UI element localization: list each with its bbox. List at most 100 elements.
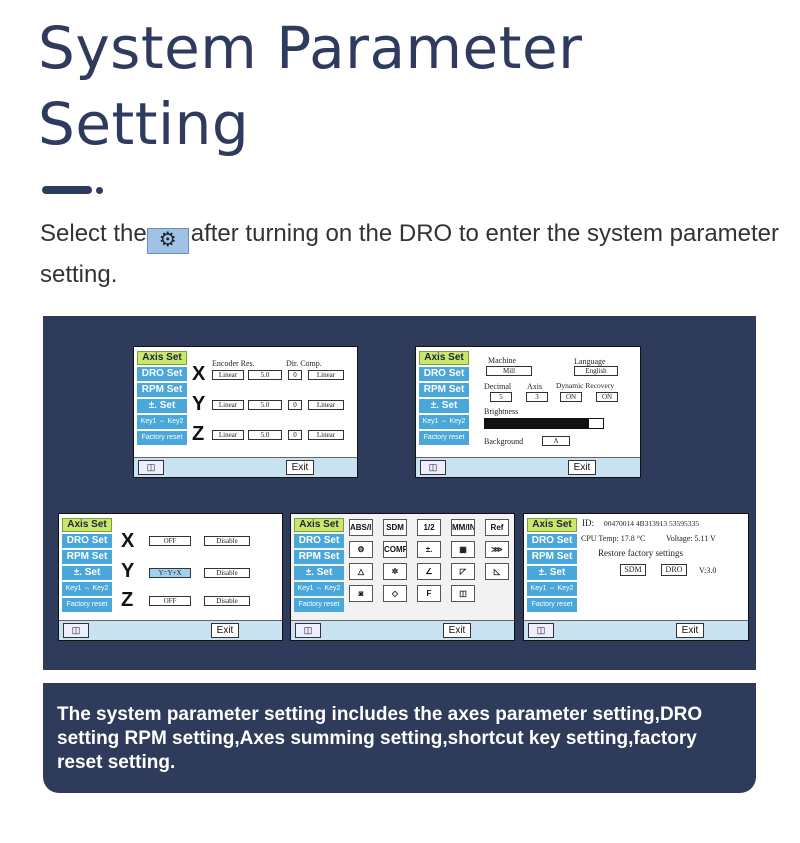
x-summing-state[interactable]: Disable — [204, 536, 250, 546]
bottom-bar: ◫ Exit — [134, 457, 357, 477]
axis-label-z: Z — [121, 589, 134, 611]
sidebar-item-summing-set[interactable]: ±. Set — [137, 399, 187, 413]
abs-inc-key[interactable]: ABS/INC — [349, 519, 373, 536]
x-encoder-type[interactable]: Linear — [212, 370, 244, 380]
sidebar-item-summing-set[interactable]: ±. Set — [62, 566, 112, 580]
shape-key[interactable]: ◇ — [383, 585, 407, 602]
plus-minus-key[interactable]: ±. — [417, 541, 441, 558]
exit-button[interactable]: Exit — [286, 460, 314, 475]
sidebar-item-factory-reset[interactable]: Factory reset — [137, 431, 187, 445]
sidebar-item-dro-set[interactable]: DRO Set — [419, 367, 469, 381]
sidebar-item-factory-reset[interactable]: Factory reset — [294, 598, 344, 612]
intro-text: Select the⚙after turning on the DRO to e… — [40, 213, 780, 295]
dro-reset-button[interactable]: DRO — [661, 564, 687, 576]
z-encoder-res[interactable]: 5.0 — [248, 430, 282, 440]
sidebar-item-summing-set[interactable]: ±. Set — [419, 399, 469, 413]
sidebar-item-factory-reset[interactable]: Factory reset — [62, 598, 112, 612]
sidebar-item-rpm-set[interactable]: RPM Set — [294, 550, 344, 564]
caption-box: The system parameter setting includes th… — [43, 683, 756, 793]
z-encoder-type[interactable]: Linear — [212, 430, 244, 440]
sidebar-item-axis-set[interactable]: Axis Set — [419, 351, 469, 365]
brightness-slider[interactable] — [484, 418, 604, 429]
y-comp[interactable]: Linear — [308, 400, 344, 410]
sidebar-item-axis-set[interactable]: Axis Set — [62, 518, 112, 532]
book-icon[interactable]: ◫ — [63, 623, 89, 638]
sidebar: Axis Set DRO Set RPM Set ±. Set Key1 ⇔ K… — [291, 514, 347, 640]
sidebar-item-key-swap[interactable]: Key1 ⇔ Key2 — [527, 582, 577, 596]
ref-key[interactable]: Ref — [485, 519, 509, 536]
axis-count-field[interactable]: 3 — [526, 392, 548, 402]
sidebar-item-rpm-set[interactable]: RPM Set — [62, 550, 112, 564]
y-summing[interactable]: Y=Y+X — [149, 568, 191, 578]
f-key[interactable]: F — [417, 585, 441, 602]
background-field[interactable]: A — [542, 436, 570, 446]
half-key[interactable]: 1/2 — [417, 519, 441, 536]
y-encoder-type[interactable]: Linear — [212, 400, 244, 410]
bottom-bar: ◫ Exit — [524, 620, 748, 640]
book-icon[interactable]: ◫ — [295, 623, 321, 638]
gear-key[interactable]: ⚙ — [349, 541, 373, 558]
machine-field[interactable]: Mill — [486, 366, 532, 376]
sidebar-item-dro-set[interactable]: DRO Set — [137, 367, 187, 381]
taper-key[interactable]: ⋙ — [485, 541, 509, 558]
voltage: Voltage: 5.11 V — [666, 534, 716, 543]
sidebar-item-factory-reset[interactable]: Factory reset — [419, 431, 469, 445]
x-summing[interactable]: OFF — [149, 536, 191, 546]
book-icon[interactable]: ◫ — [420, 460, 446, 475]
dynamic-recovery-1[interactable]: ON — [560, 392, 582, 402]
exit-button[interactable]: Exit — [568, 460, 596, 475]
book-icon[interactable]: ◫ — [528, 623, 554, 638]
sidebar-item-axis-set[interactable]: Axis Set — [294, 518, 344, 532]
x-dir[interactable]: 0 — [288, 370, 302, 380]
sidebar-item-rpm-set[interactable]: RPM Set — [527, 550, 577, 564]
sidebar-item-rpm-set[interactable]: RPM Set — [419, 383, 469, 397]
sdm-key[interactable]: SDM — [383, 519, 407, 536]
z-summing[interactable]: OFF — [149, 596, 191, 606]
snowflake-key[interactable]: ✲ — [383, 563, 407, 580]
exit-button[interactable]: Exit — [676, 623, 704, 638]
decimal-label: Decimal — [484, 382, 512, 391]
book-key[interactable]: ◫ — [451, 585, 475, 602]
screens-panel: Axis Set DRO Set RPM Set ±. Set Key1 ⇔ K… — [43, 316, 756, 670]
sidebar-item-rpm-set[interactable]: RPM Set — [137, 383, 187, 397]
axis-count-label: Axis — [527, 382, 543, 391]
y-encoder-res[interactable]: 5.0 — [248, 400, 282, 410]
sidebar-item-dro-set[interactable]: DRO Set — [294, 534, 344, 548]
sidebar-item-key-swap[interactable]: Key1 ⇔ Key2 — [137, 415, 187, 429]
mm-inch-key[interactable]: MM/INCH — [451, 519, 475, 536]
sidebar-item-key-swap[interactable]: Key1 ⇔ Key2 — [294, 582, 344, 596]
sidebar-item-factory-reset[interactable]: Factory reset — [527, 598, 577, 612]
triangle-key[interactable]: △ — [349, 563, 373, 580]
x-comp[interactable]: Linear — [308, 370, 344, 380]
cpu-temp: CPU Temp: 17.8 °C — [581, 534, 646, 543]
z-dir[interactable]: 0 — [288, 430, 302, 440]
sdm-reset-button[interactable]: SDM — [620, 564, 646, 576]
sidebar-item-axis-set[interactable]: Axis Set — [137, 351, 187, 365]
decimal-field[interactable]: 5 — [490, 392, 512, 402]
z-comp[interactable]: Linear — [308, 430, 344, 440]
arc-key[interactable]: ◺ — [485, 563, 509, 580]
z-summing-state[interactable]: Disable — [204, 596, 250, 606]
y-dir[interactable]: 0 — [288, 400, 302, 410]
gear-icon: ⚙ — [146, 228, 189, 254]
language-field[interactable]: English — [574, 366, 618, 376]
sidebar-item-key-swap[interactable]: Key1 ⇔ Key2 — [419, 415, 469, 429]
exit-button[interactable]: Exit — [443, 623, 471, 638]
exit-button[interactable]: Exit — [211, 623, 239, 638]
sidebar-item-summing-set[interactable]: ±. Set — [527, 566, 577, 580]
sidebar-item-dro-set[interactable]: DRO Set — [527, 534, 577, 548]
sidebar-item-key-swap[interactable]: Key1 ⇔ Key2 — [62, 582, 112, 596]
comp-key[interactable]: COMP. — [383, 541, 407, 558]
sidebar-item-summing-set[interactable]: ±. Set — [294, 566, 344, 580]
bolt-hole-key[interactable]: ◸ — [451, 563, 475, 580]
book-icon[interactable]: ◫ — [138, 460, 164, 475]
center-find-key[interactable]: ◙ — [349, 585, 373, 602]
y-summing-state[interactable]: Disable — [204, 568, 250, 578]
dir-comp-header: Dir. Comp. — [286, 359, 322, 368]
sidebar-item-axis-set[interactable]: Axis Set — [527, 518, 577, 532]
angle-key[interactable]: ∠ — [417, 563, 441, 580]
dynamic-recovery-2[interactable]: ON — [596, 392, 618, 402]
sidebar-item-dro-set[interactable]: DRO Set — [62, 534, 112, 548]
calculator-key[interactable]: ▦ — [451, 541, 475, 558]
x-encoder-res[interactable]: 5.0 — [248, 370, 282, 380]
